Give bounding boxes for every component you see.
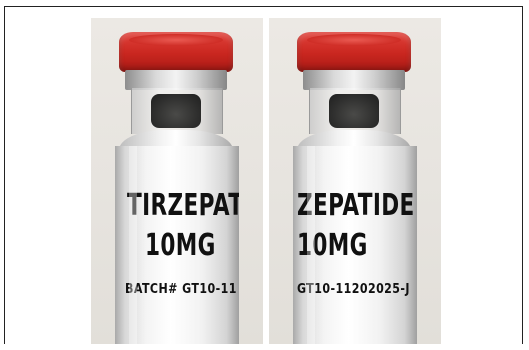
vial-crimp-seal	[125, 70, 227, 90]
vial-shoulder	[119, 130, 233, 150]
product-name: ZEPATIDE	[297, 188, 415, 223]
vial-label: ZEPATIDE 10MG GT10-11202025-J	[293, 146, 417, 344]
vial-shoulder	[297, 130, 411, 150]
product-name: TIRZEPATI	[127, 188, 239, 223]
vial-cap	[119, 32, 233, 72]
vial-label: TIRZEPATI 10MG BATCH# GT10-11	[115, 146, 239, 344]
lyophilized-powder	[151, 94, 201, 128]
vial: ZEPATIDE 10MG GT10-11202025-J	[269, 18, 441, 344]
lyophilized-powder	[329, 94, 379, 128]
left-vial-photo: TIRZEPATI 10MG BATCH# GT10-11	[91, 18, 263, 344]
product-dose: 10MG	[297, 228, 368, 263]
vial-cap	[297, 32, 411, 72]
image-frame	[4, 6, 523, 344]
batch-number: GT10-11202025-J	[297, 282, 410, 297]
product-dose: 10MG	[145, 228, 216, 263]
vial-crimp-seal	[303, 70, 405, 90]
batch-number: BATCH# GT10-11	[125, 282, 237, 297]
vial: TIRZEPATI 10MG BATCH# GT10-11	[91, 18, 263, 344]
right-vial-photo: ZEPATIDE 10MG GT10-11202025-J	[269, 18, 441, 344]
